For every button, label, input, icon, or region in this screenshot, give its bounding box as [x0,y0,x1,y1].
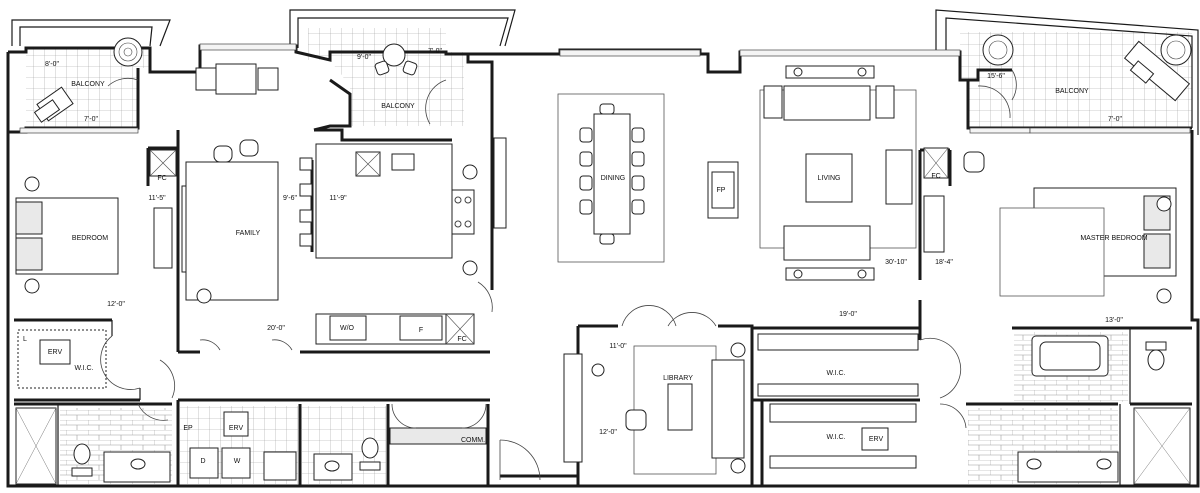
dining-furniture [493,93,665,263]
fc-closet-left [149,149,177,177]
dim-balcony-right-h: 7'-0" [1108,116,1122,123]
wic-right-bottom-label: W.I.C. [826,434,845,441]
interior-walls [14,78,1192,486]
dim-bedroom-w: 12'-0" [107,301,125,308]
dim-family-h: 9'-6" [283,195,297,202]
master-bedroom-label: MASTER BEDROOM [1080,235,1147,242]
left-bath-fixtures [15,407,172,485]
living-label: LIVING [818,175,841,182]
balcony-left-furniture [33,37,143,123]
balcony-right-label: BALCONY [1055,88,1089,95]
balcony-left-label: BALCONY [71,81,105,88]
dim-balcony-center-w: 9'-0" [357,54,371,61]
balcony-center-furniture [374,43,447,125]
dim-bedroom-h: 11'-5" [148,195,166,202]
dim-library-w: 11'-0" [609,343,627,350]
library-furniture [563,305,746,475]
room-labels: BALCONY BALCONY BALCONY BEDROOM FAMILY D… [23,81,1148,465]
erv-laundry-label: ERV [229,425,244,432]
living-furniture [759,65,917,281]
dim-kitchen-h: 11'-9" [329,195,347,202]
fc-right-label: FC [931,173,940,180]
fridge-label: F [419,327,423,334]
door-swings [100,69,1017,429]
dim-family-w: 20'-0" [267,325,285,332]
bedroom-label: BEDROOM [72,235,108,242]
balcony-right-furniture [977,34,1192,119]
wic-right-furniture [757,333,919,469]
library-label: LIBRARY [663,375,693,382]
dim-living-w: 30'-10" [885,259,907,266]
fireplace-label: FP [717,187,726,194]
ensuite-fixtures [968,332,1191,485]
wic-left-label: W.I.C. [74,365,93,372]
wo-label: W/O [340,325,355,332]
dim-library-h: 12'-0" [599,429,617,436]
dim-ensuite-w: 13'-0" [1105,317,1123,324]
family-furniture [181,63,279,304]
erv-wic-label: ERV [869,436,884,443]
fireplace [707,161,739,219]
master-bedroom-furniture [923,147,1177,304]
comm-label: COMM. [461,437,485,444]
laundry-fixtures [180,406,298,484]
bedroom-furniture [15,176,173,389]
dim-master-w: 18'-4" [935,259,953,266]
ep-label: EP [183,425,193,432]
erv-left-label: ERV [48,349,63,356]
entry-door [499,439,541,481]
linen-label: L [23,336,27,343]
dining-label: DINING [601,175,626,182]
balcony-center-label: BALCONY [381,103,415,110]
powder-room-fixtures [302,406,386,484]
dim-balcony-center-h: 7'-0" [428,48,442,55]
kitchen-furniture [299,143,478,345]
dryer-label: D [200,458,205,465]
family-label: FAMILY [236,230,261,237]
comm-closet [389,403,487,445]
dim-balcony-left-w: 8'-0" [45,61,59,68]
balcony-rails [11,9,1199,135]
fc-kitchen-label: FC [457,336,466,343]
dim-wic-top-w: 19'-0" [839,311,857,318]
dimension-labels: 8'-0" 7'-0" 9'-0" 7'-0" 15'-6" 7'-0" 11'… [45,48,1123,436]
washer-label: W [234,458,241,465]
dim-balcony-left-h: 7'-0" [84,116,98,123]
wic-right-top-label: W.I.C. [826,370,845,377]
windows [19,43,1191,134]
dim-balcony-right-w: 15'-6" [987,73,1005,80]
fc-left-label: FC [157,175,166,182]
